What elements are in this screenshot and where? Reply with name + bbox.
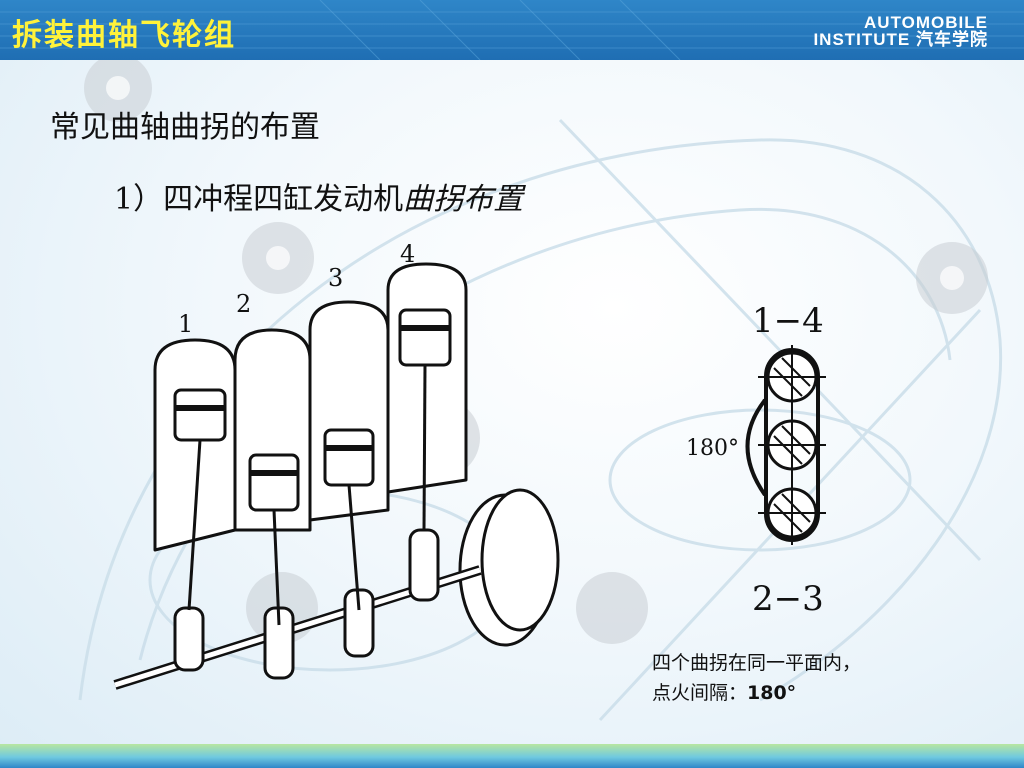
- cylinder-label-4: 4: [400, 240, 415, 268]
- connecting-rod-3: [347, 484, 361, 611]
- crank-throw-4: [408, 528, 440, 602]
- caption: 四个曲拐在同一平面内， 点火间隔：180°: [652, 648, 861, 708]
- piston-1: [173, 388, 227, 442]
- caption-line-1: 四个曲拐在同一平面内，: [652, 652, 862, 674]
- piston-3: [323, 428, 375, 487]
- cylinder-label-2: 2: [236, 290, 251, 318]
- firing-interval-value: 180°: [747, 682, 797, 704]
- subheading-plain: 四冲程四缸发动机: [163, 182, 404, 217]
- crank-throw-3: [343, 588, 375, 658]
- institute-logo-text: AUTOMOBILE INSTITUTE 汽车学院: [813, 14, 988, 48]
- crank-throw-1: [173, 606, 205, 672]
- subheading-italic: 曲拐布置: [403, 182, 524, 217]
- caption-line-2: 点火间隔：180°: [652, 678, 861, 708]
- header-bar: 拆装曲轴飞轮组 AUTOMOBILE INSTITUTE 汽车学院: [0, 0, 1024, 60]
- phase-label-bottom: 2−3: [752, 579, 824, 619]
- subheading: 1）四冲程四缸发动机曲拐布置: [114, 174, 523, 218]
- phase-label-top: 1−4: [752, 301, 824, 341]
- piston-4: [398, 308, 452, 367]
- angle-arc: [745, 398, 767, 497]
- slide-title: 拆装曲轴飞轮组: [12, 18, 236, 53]
- connecting-rod-1: [187, 439, 202, 611]
- cylinder-label-1: 1: [178, 310, 193, 338]
- piston-2: [248, 453, 300, 512]
- brand-line-1: AUTOMOBILE: [864, 13, 988, 32]
- footer-bar: [0, 744, 1024, 768]
- piston-4-cylinder: [386, 262, 468, 494]
- crank-phase-diagram: 1−4 2−3 180°: [686, 301, 826, 619]
- subheading-number: 1）: [114, 182, 164, 217]
- header-pattern: [0, 0, 1024, 60]
- angle-label: 180°: [686, 436, 739, 461]
- section-heading: 常见曲轴曲拐的布置: [50, 110, 320, 145]
- cylinder-label-3: 3: [328, 264, 343, 292]
- brand-line-2: INSTITUTE 汽车学院: [813, 30, 988, 49]
- caption-line-2-prefix: 点火间隔：: [652, 682, 748, 704]
- connecting-rod-4: [422, 364, 427, 531]
- crankshaft-piston-diagram: 1 2 3 4: [113, 240, 560, 690]
- connecting-rod-2: [272, 509, 281, 626]
